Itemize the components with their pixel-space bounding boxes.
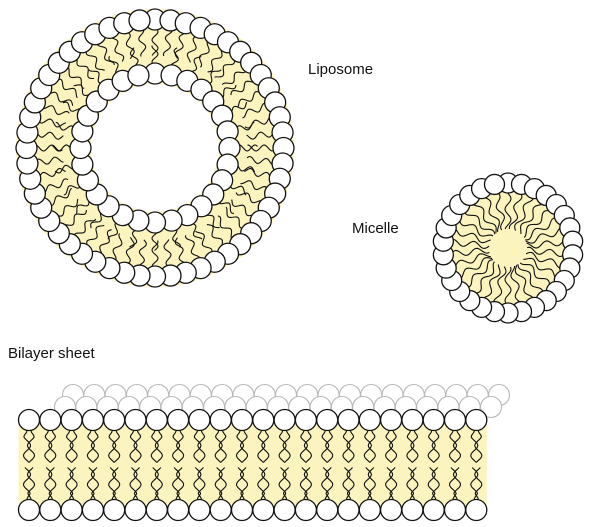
lipid-head [168,500,189,521]
lipid-head [82,500,103,521]
lipid-head [423,500,444,521]
lipid-head [189,410,210,431]
lipid-head [295,500,316,521]
lipid-head [19,500,40,521]
lipid-head [129,10,150,31]
lipid-head [253,500,274,521]
lipid-head [445,410,466,431]
micelle-label: Micelle [352,220,399,237]
lipid-head [40,500,61,521]
lipid-head [61,500,82,521]
lipid-head [445,500,466,521]
lipid-head [423,410,444,431]
lipid-head [402,500,423,521]
lipid-head [359,500,380,521]
lipid-head [338,410,359,431]
lipid-head [146,500,167,521]
lipid-head [82,410,103,431]
lipid-head [402,410,423,431]
lipid-head [338,500,359,521]
bilayer-sheet-label: Bilayer sheet [8,345,95,362]
lipid-head [232,410,253,431]
lipid-head [274,500,295,521]
lipid-head [40,410,61,431]
lipid-head [168,410,189,431]
lipid-head [61,410,82,431]
lipid-head [359,410,380,431]
lipid-head [125,500,146,521]
lipid-head [125,410,146,431]
lipid-head [317,500,338,521]
lipid-head [104,410,125,431]
lipid-head [210,500,231,521]
lipid-head [317,410,338,431]
lipid-head [128,65,149,86]
lipid-head [381,500,402,521]
lipid-head [253,410,274,431]
lipid-head [466,410,487,431]
micelle [433,173,582,323]
lipid-head [381,410,402,431]
lipid-head [104,500,125,521]
lipid-head [19,410,40,431]
lipid-head [210,410,231,431]
bilayer-sheet [19,385,510,521]
lipid-head [274,410,295,431]
lipid-head [232,500,253,521]
lipid-head [295,410,316,431]
hydrophobic-core [19,420,487,510]
lipid-head [146,410,167,431]
liposome [16,9,294,287]
lipid-head [484,174,504,194]
lipid-head [466,500,487,521]
lipid-head [189,500,210,521]
liposome-label: Liposome [308,61,373,78]
